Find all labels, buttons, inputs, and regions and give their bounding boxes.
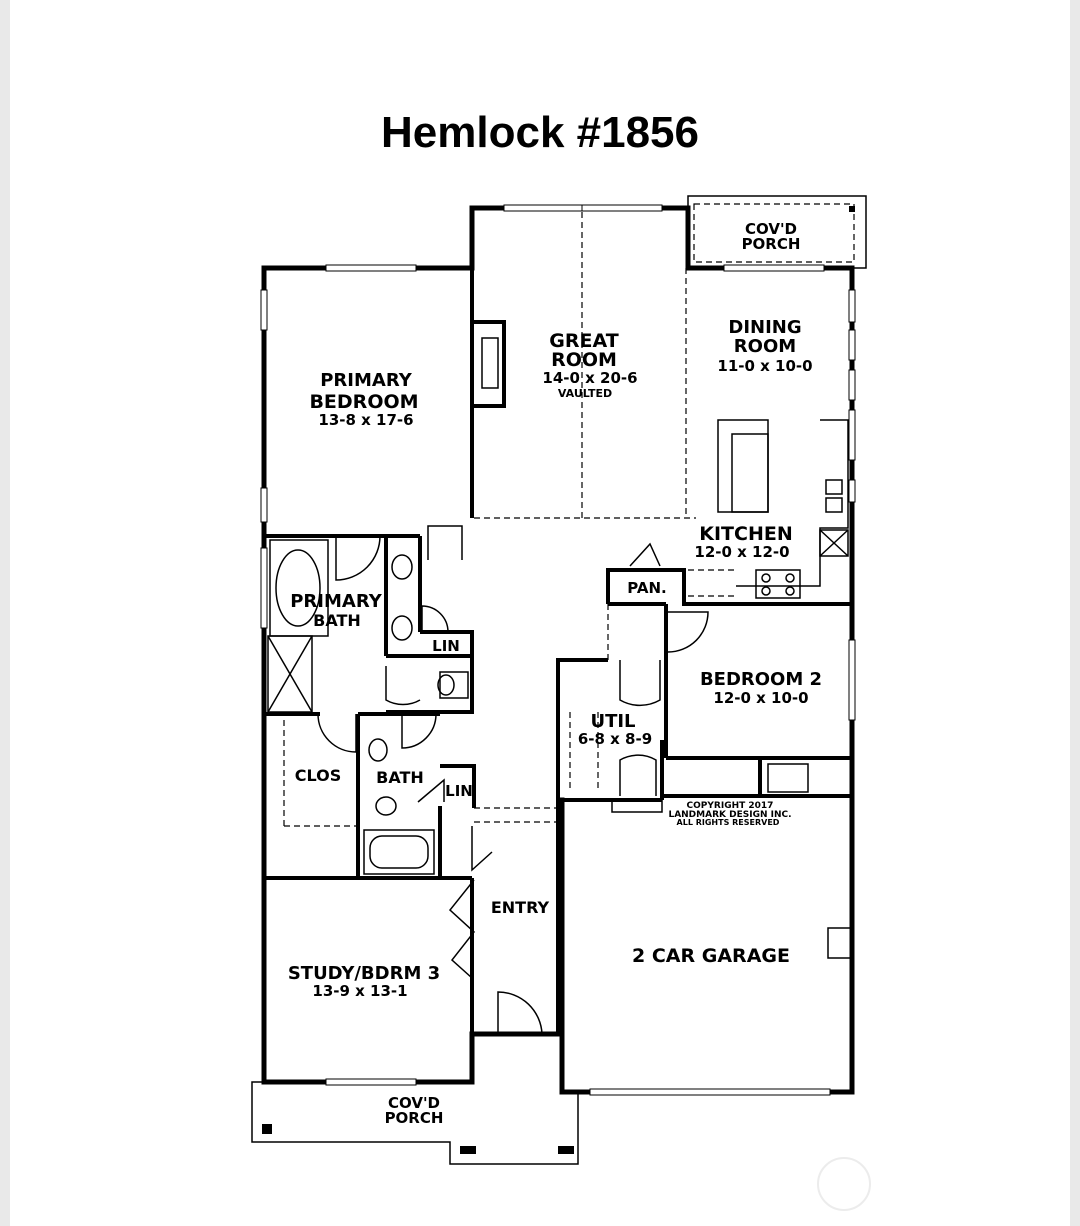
rear-porch-label-2: PORCH <box>742 235 801 253</box>
bedroom-2-dims: 12-0 x 10-0 <box>713 689 808 707</box>
plan-title: Hemlock #1856 <box>381 108 699 157</box>
front-porch-label-1: COV'D <box>388 1094 440 1112</box>
linen-1-label: LIN <box>432 637 460 655</box>
utility-name: UTIL <box>590 711 635 732</box>
linen-2-label: LIN <box>445 782 473 800</box>
study-name: STUDY/BDRM 3 <box>288 963 440 984</box>
kitchen-name: KITCHEN <box>699 523 792 545</box>
copyright-line-2: LANDMARK DESIGN INC. <box>668 810 791 820</box>
fixtures <box>267 419 853 959</box>
bath-label: BATH <box>376 768 424 787</box>
dining-room-name-2: ROOM <box>734 336 796 357</box>
copyright-line-3: ALL RIGHTS RESERVED <box>677 818 780 827</box>
garage-label: 2 CAR GARAGE <box>632 945 790 967</box>
primary-bedroom-name-2: BEDROOM <box>309 391 418 413</box>
kitchen-dims: 12-0 x 12-0 <box>694 543 789 561</box>
primary-bedroom-dims: 13-8 x 17-6 <box>318 411 413 429</box>
primary-bedroom-name-1: PRIMARY <box>320 370 412 391</box>
entry-label: ENTRY <box>491 898 550 917</box>
great-room-name-2: ROOM <box>551 349 617 371</box>
great-room-dims: 14-0 x 20-6 <box>542 369 637 387</box>
rear-porch-label-1: COV'D <box>745 220 797 238</box>
front-porch-outline <box>251 1081 579 1165</box>
open-plan-lines <box>283 212 736 827</box>
front-porch-label-2: PORCH <box>385 1109 444 1127</box>
primary-bath-name-1: PRIMARY <box>290 591 382 612</box>
utility-dims: 6-8 x 8-9 <box>578 730 652 748</box>
closet-label: CLOS <box>295 766 342 785</box>
primary-bath-name-2: BATH <box>313 611 361 630</box>
interior-walls <box>264 268 852 1034</box>
dining-room-name-1: DINING <box>728 317 801 338</box>
room-labels: COV'D PORCH GREAT ROOM 14-0 x 20-6 VAULT… <box>288 220 822 1127</box>
great-room-note: VAULTED <box>558 387 612 400</box>
windows <box>260 204 856 1096</box>
doors <box>317 525 709 1035</box>
study-dims: 13-9 x 13-1 <box>312 982 407 1000</box>
copyright-line-1: COPYRIGHT 2017 <box>687 801 774 811</box>
pantry-label: PAN. <box>627 579 666 597</box>
watermark-icon <box>817 1157 871 1211</box>
dining-room-dims: 11-0 x 10-0 <box>717 357 812 375</box>
bedroom-2-name: BEDROOM 2 <box>700 669 822 690</box>
great-room-name-1: GREAT <box>549 330 618 352</box>
